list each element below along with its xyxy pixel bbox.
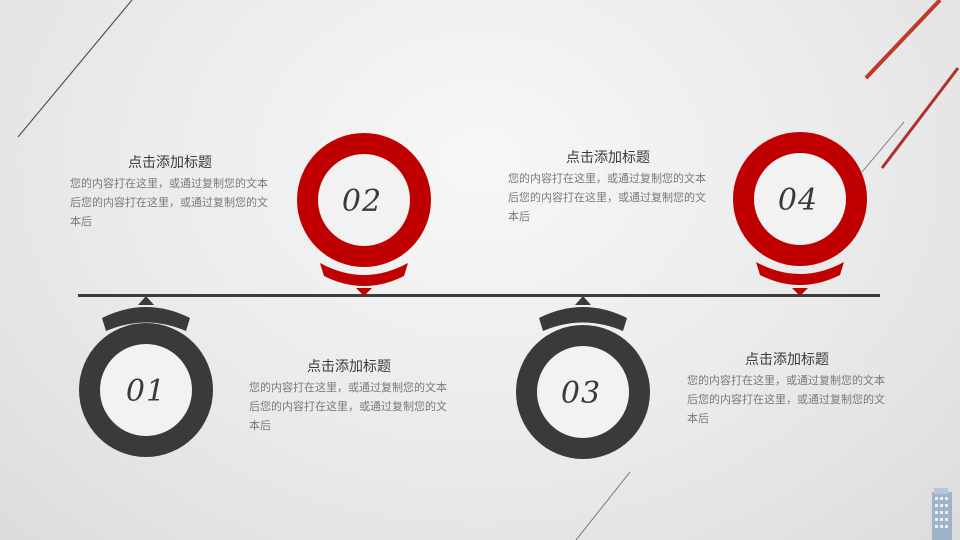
badge-04: 04 (733, 132, 867, 296)
text-block-02: 点击添加标题 您的内容打在这里，或通过复制您的文本后您的内容打在这里，或通过复制… (508, 149, 708, 226)
item-body: 您的内容打在这里，或通过复制您的文本后您的内容打在这里，或通过复制您的文本后 (687, 374, 885, 425)
item-title: 点击添加标题 (566, 150, 650, 166)
badge-03: 03 (516, 296, 650, 459)
item-title: 点击添加标题 (128, 155, 212, 171)
badge-number: 02 (342, 184, 382, 219)
badge-number: 01 (126, 374, 166, 409)
item-body: 您的内容打在这里，或通过复制您的文本后您的内容打在这里，或通过复制您的文本后 (508, 172, 706, 223)
badge-02: 02 (297, 133, 431, 296)
text-block-04: 点击添加标题 您的内容打在这里，或通过复制您的文本后您的内容打在这里，或通过复制… (687, 351, 887, 428)
item-title: 点击添加标题 (307, 359, 391, 375)
text-block-01: 点击添加标题 您的内容打在这里，或通过复制您的文本后您的内容打在这里，或通过复制… (70, 154, 270, 231)
badge-number: 04 (778, 183, 818, 218)
item-title: 点击添加标题 (745, 352, 829, 368)
item-body: 您的内容打在这里，或通过复制您的文本后您的内容打在这里，或通过复制您的文本后 (249, 381, 447, 432)
item-body: 您的内容打在这里，或通过复制您的文本后您的内容打在这里，或通过复制您的文本后 (70, 177, 268, 228)
badge-01: 01 (79, 296, 213, 457)
badge-number: 03 (561, 376, 601, 411)
building-icon (932, 488, 952, 540)
timeline-bar (78, 294, 880, 297)
text-block-03: 点击添加标题 您的内容打在这里，或通过复制您的文本后您的内容打在这里，或通过复制… (249, 358, 449, 435)
